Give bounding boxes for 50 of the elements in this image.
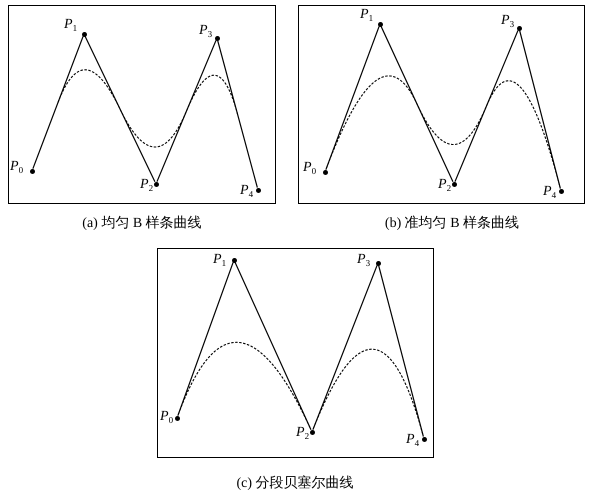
point-label: P$_{3}$ bbox=[357, 253, 370, 270]
control-point bbox=[256, 188, 260, 192]
point-label: P$_{4}$ bbox=[543, 185, 556, 202]
plot-frame bbox=[157, 248, 434, 458]
polygon-line bbox=[325, 26, 380, 170]
control-point bbox=[378, 22, 382, 26]
point-label: P$_{1}$ bbox=[213, 253, 226, 270]
point-label: P$_{0}$ bbox=[10, 160, 24, 177]
control-point bbox=[558, 188, 564, 194]
point-label: P$_{3}$ bbox=[501, 14, 514, 31]
panel-caption: (b) 准均匀 B 样条曲线 bbox=[384, 216, 520, 232]
point-label: P$_{1}$ bbox=[360, 8, 374, 25]
polygon-line bbox=[454, 30, 519, 182]
panel-caption: (a) 均匀 B 样条曲线 bbox=[82, 216, 202, 232]
control-point bbox=[174, 416, 180, 420]
control-point bbox=[30, 168, 34, 174]
point-label: P$_{2}$ bbox=[140, 178, 154, 195]
panel-caption: (c) 分段贝塞尔曲线 bbox=[236, 476, 354, 492]
plot-frame bbox=[8, 5, 276, 204]
control-point bbox=[422, 436, 426, 442]
polygon-line bbox=[378, 265, 424, 437]
dashed-curve bbox=[326, 75, 561, 188]
polygon-line bbox=[84, 36, 156, 182]
plot-frame bbox=[298, 5, 585, 204]
point-label: P$_{1}$ bbox=[64, 18, 78, 35]
point-label: P$_{4}$ bbox=[240, 184, 254, 201]
control-point bbox=[516, 26, 522, 30]
point-label: P$_{0}$ bbox=[303, 161, 316, 178]
polygon-line bbox=[519, 30, 561, 189]
control-point bbox=[452, 182, 456, 186]
point-label: P$_{2}$ bbox=[438, 178, 452, 195]
control-point bbox=[310, 430, 314, 434]
polygon-line bbox=[177, 262, 234, 416]
control-point bbox=[322, 170, 328, 174]
control-point bbox=[376, 260, 380, 266]
point-label: P$_{3}$ bbox=[199, 24, 212, 41]
polygon-line bbox=[380, 26, 454, 182]
point-label: P$_{0}$ bbox=[160, 410, 174, 427]
polygon-line bbox=[312, 265, 378, 430]
control-point bbox=[214, 36, 220, 40]
dashed-curve bbox=[178, 342, 424, 436]
control-point bbox=[82, 32, 86, 36]
polygon-line bbox=[32, 36, 84, 169]
polygon-line bbox=[156, 40, 217, 182]
polygon-line bbox=[234, 262, 312, 430]
point-label: P$_{4}$ bbox=[406, 433, 420, 450]
polygon-line bbox=[217, 40, 258, 188]
point-label: P$_{2}$ bbox=[296, 426, 310, 443]
control-point bbox=[154, 182, 158, 186]
control-point bbox=[232, 258, 236, 262]
